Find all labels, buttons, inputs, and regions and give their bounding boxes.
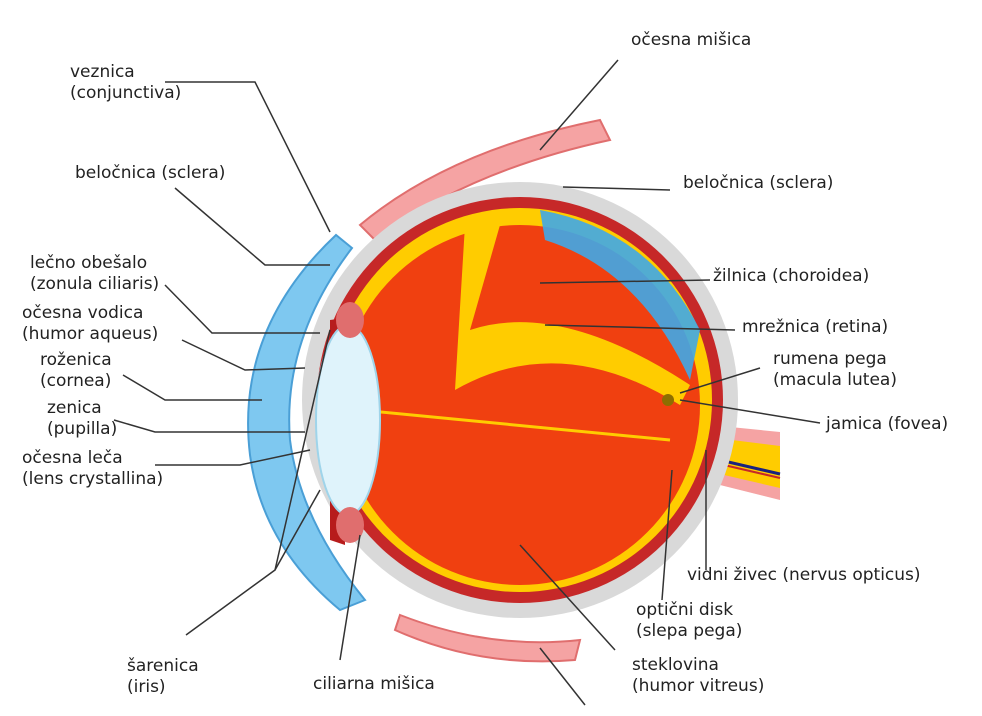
label-pupil: zenica (pupilla) xyxy=(47,398,117,440)
label-optic-disc-line1: optični disk xyxy=(636,600,742,621)
label-optic-disc: optični disk (slepa pega) xyxy=(636,600,742,642)
label-fovea: jamica (fovea) xyxy=(826,414,948,435)
label-cornea: roženica (cornea) xyxy=(40,350,112,392)
label-eye-muscle-top: očesna mišica xyxy=(631,30,751,51)
label-lens: očesna leča (lens crystallina) xyxy=(22,448,163,490)
label-sclera-right: beločnica (sclera) xyxy=(683,173,833,194)
label-macula-line2: (macula lutea) xyxy=(773,370,897,391)
label-iris-line1: šarenica xyxy=(127,656,199,677)
label-macula: rumena pega (macula lutea) xyxy=(773,349,897,391)
label-iris-line2: (iris) xyxy=(127,677,199,698)
label-ciliary-muscle: ciliarna mišica xyxy=(313,674,435,695)
label-vitreous: steklovina (humor vitreus) xyxy=(632,655,764,697)
label-optic-disc-line2: (slepa pega) xyxy=(636,621,742,642)
label-pupil-line2: (pupilla) xyxy=(47,419,117,440)
label-zonule: lečno obešalo (zonula ciliaris) xyxy=(30,253,159,295)
label-macula-line1: rumena pega xyxy=(773,349,897,370)
label-retina: mrežnica (retina) xyxy=(742,317,888,338)
label-cornea-line1: roženica xyxy=(40,350,112,371)
label-iris: šarenica (iris) xyxy=(127,656,199,698)
label-vitreous-line1: steklovina xyxy=(632,655,764,676)
label-conjunctiva: veznica (conjunctiva) xyxy=(70,62,181,104)
ciliary-muscle-top xyxy=(336,302,364,338)
label-cornea-line2: (cornea) xyxy=(40,371,112,392)
label-vitreous-line2: (humor vitreus) xyxy=(632,676,764,697)
label-sclera-left: beločnica (sclera) xyxy=(75,163,225,184)
label-conjunctiva-line1: veznica xyxy=(70,62,181,83)
label-optic-nerve: vidni živec (nervus opticus) xyxy=(687,565,921,586)
label-pupil-line1: zenica xyxy=(47,398,117,419)
label-zonule-line2: (zonula ciliaris) xyxy=(30,274,159,295)
label-zonule-line1: lečno obešalo xyxy=(30,253,159,274)
label-aqueous-humor: očesna vodica (humor aqueus) xyxy=(22,303,158,345)
label-lens-line2: (lens crystallina) xyxy=(22,469,163,490)
macula-spot xyxy=(662,394,674,406)
label-choroid: žilnica (choroidea) xyxy=(713,266,869,287)
eye-muscle-bottom xyxy=(395,615,580,661)
label-aqueous-humor-line2: (humor aqueus) xyxy=(22,324,158,345)
label-conjunctiva-line2: (conjunctiva) xyxy=(70,83,181,104)
lens-shape xyxy=(316,325,380,515)
label-lens-line1: očesna leča xyxy=(22,448,163,469)
label-aqueous-humor-line1: očesna vodica xyxy=(22,303,158,324)
